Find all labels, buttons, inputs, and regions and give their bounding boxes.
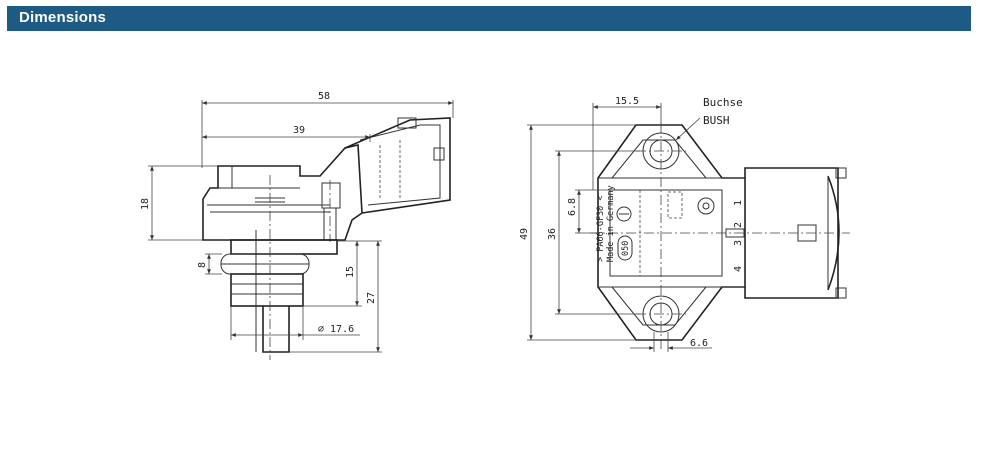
dim-8-label: 8	[197, 262, 208, 268]
front-view: 15.5 Buchse BUSH > PA6	[519, 96, 850, 352]
dim-dia-label: ⌀ 17.6	[318, 324, 354, 335]
dim-27-label: 27	[366, 292, 377, 304]
ground-symbol-icon	[616, 206, 632, 222]
marking-material: > PA66-GF30 <	[596, 195, 606, 262]
dim-36-label: 36	[547, 228, 558, 240]
section-title: Dimensions	[19, 9, 107, 26]
pin-2-label: 2	[733, 222, 744, 228]
dim-15-label: 15	[345, 266, 356, 278]
dim-6-6-label: 6.6	[690, 338, 708, 349]
label-buchse: Buchse	[703, 96, 743, 109]
dim-15-5-label: 15.5	[615, 96, 639, 107]
marking-badge	[617, 235, 633, 261]
label-bush: BUSH	[703, 114, 730, 127]
marking-code: 050	[621, 241, 631, 256]
dim-6-8-label: 6.8	[567, 198, 578, 216]
dim-39-label: 39	[293, 125, 305, 136]
marking-origin: Made in Germany	[606, 185, 616, 262]
side-view: 58 39 18	[140, 91, 454, 360]
pin-3-label: 3	[733, 240, 744, 246]
pin-4-label: 4	[733, 266, 744, 272]
dim-18-label: 18	[140, 198, 151, 210]
dim-49-label: 49	[519, 228, 530, 240]
pin-1-label: 1	[733, 200, 744, 206]
section-header: Dimensions	[7, 6, 971, 31]
dim-58-label: 58	[318, 91, 330, 102]
